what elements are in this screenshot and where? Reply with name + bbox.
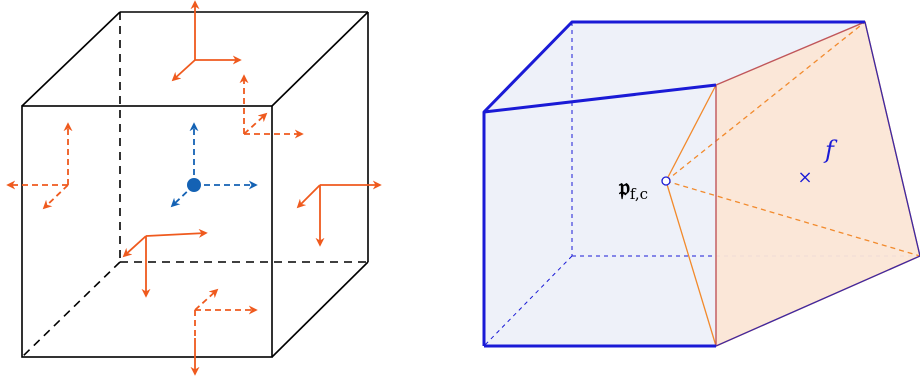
point-label: 𝔭f,c xyxy=(618,172,648,203)
frame-back-face xyxy=(239,74,304,139)
highlighted-face xyxy=(716,22,920,346)
point-p-fc xyxy=(661,176,671,186)
hex-thin-edges xyxy=(715,21,920,347)
hex-visible-edges xyxy=(482,20,865,348)
point-label-sub: f,c xyxy=(630,185,648,203)
center-point xyxy=(187,178,201,192)
face-center-marker: × xyxy=(797,167,812,188)
frame-center xyxy=(170,122,258,208)
cube-visible-edges xyxy=(21,11,369,358)
cube-diagram xyxy=(6,0,382,376)
frame-bottom-face xyxy=(190,288,258,376)
frame-top-face xyxy=(171,0,242,82)
pyramid-dashed-edges xyxy=(665,21,920,257)
cube-hidden-edges xyxy=(21,12,368,358)
frame-left-face xyxy=(6,122,73,210)
face-outline xyxy=(715,21,920,348)
frame-right-face xyxy=(296,180,382,247)
point-label-main: 𝔭 xyxy=(618,172,630,201)
frame-front-face xyxy=(122,228,208,298)
hex-diagram: × 𝔭f,c f xyxy=(482,20,920,348)
pyramid-solid-edges xyxy=(665,84,717,347)
